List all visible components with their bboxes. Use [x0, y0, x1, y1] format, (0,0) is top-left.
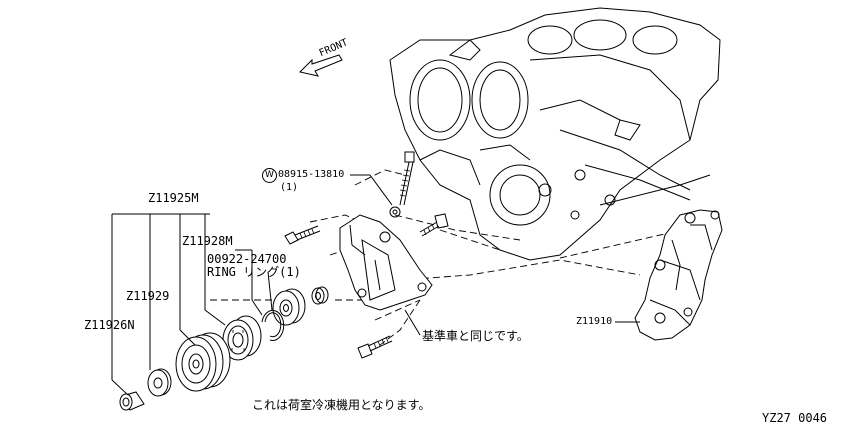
bolt-bottom	[357, 335, 393, 359]
bolt-part-number: 08915-13810	[278, 169, 345, 180]
v-pulley	[175, 332, 231, 392]
engine-block	[389, 7, 721, 261]
washer-symbol-icon: W	[262, 168, 277, 183]
part-z11910: Z11910	[576, 316, 613, 327]
mount-bracket	[634, 209, 723, 341]
spacer	[311, 286, 329, 305]
ring-part-number: 00922-24700	[207, 252, 287, 266]
leader-lines	[111, 174, 640, 396]
bearing	[222, 315, 262, 361]
bolt-quantity: (1)	[280, 182, 299, 193]
bolt-left	[284, 225, 321, 245]
note-refrigeration: これは荷室冷凍機用となります。	[252, 398, 431, 412]
long-bolt	[389, 151, 415, 218]
front-arrow-icon	[299, 54, 343, 77]
end-cap	[119, 391, 145, 411]
note-same-as-base: 基準車と同じです。	[422, 329, 529, 343]
snap-ring	[261, 309, 285, 341]
ring-description: RING リング(1)	[207, 265, 301, 279]
washer	[147, 368, 172, 397]
bolt-right	[419, 213, 449, 237]
part-z11926n: Z11926N	[84, 318, 135, 332]
tensioner-bracket	[339, 214, 433, 311]
part-z11925m: Z11925M	[148, 191, 199, 205]
diagram-code: YZ27 0046	[762, 411, 828, 425]
idler-pulley	[272, 288, 306, 326]
part-z11929: Z11929	[126, 289, 170, 303]
part-z11928m: Z11928M	[182, 234, 233, 248]
